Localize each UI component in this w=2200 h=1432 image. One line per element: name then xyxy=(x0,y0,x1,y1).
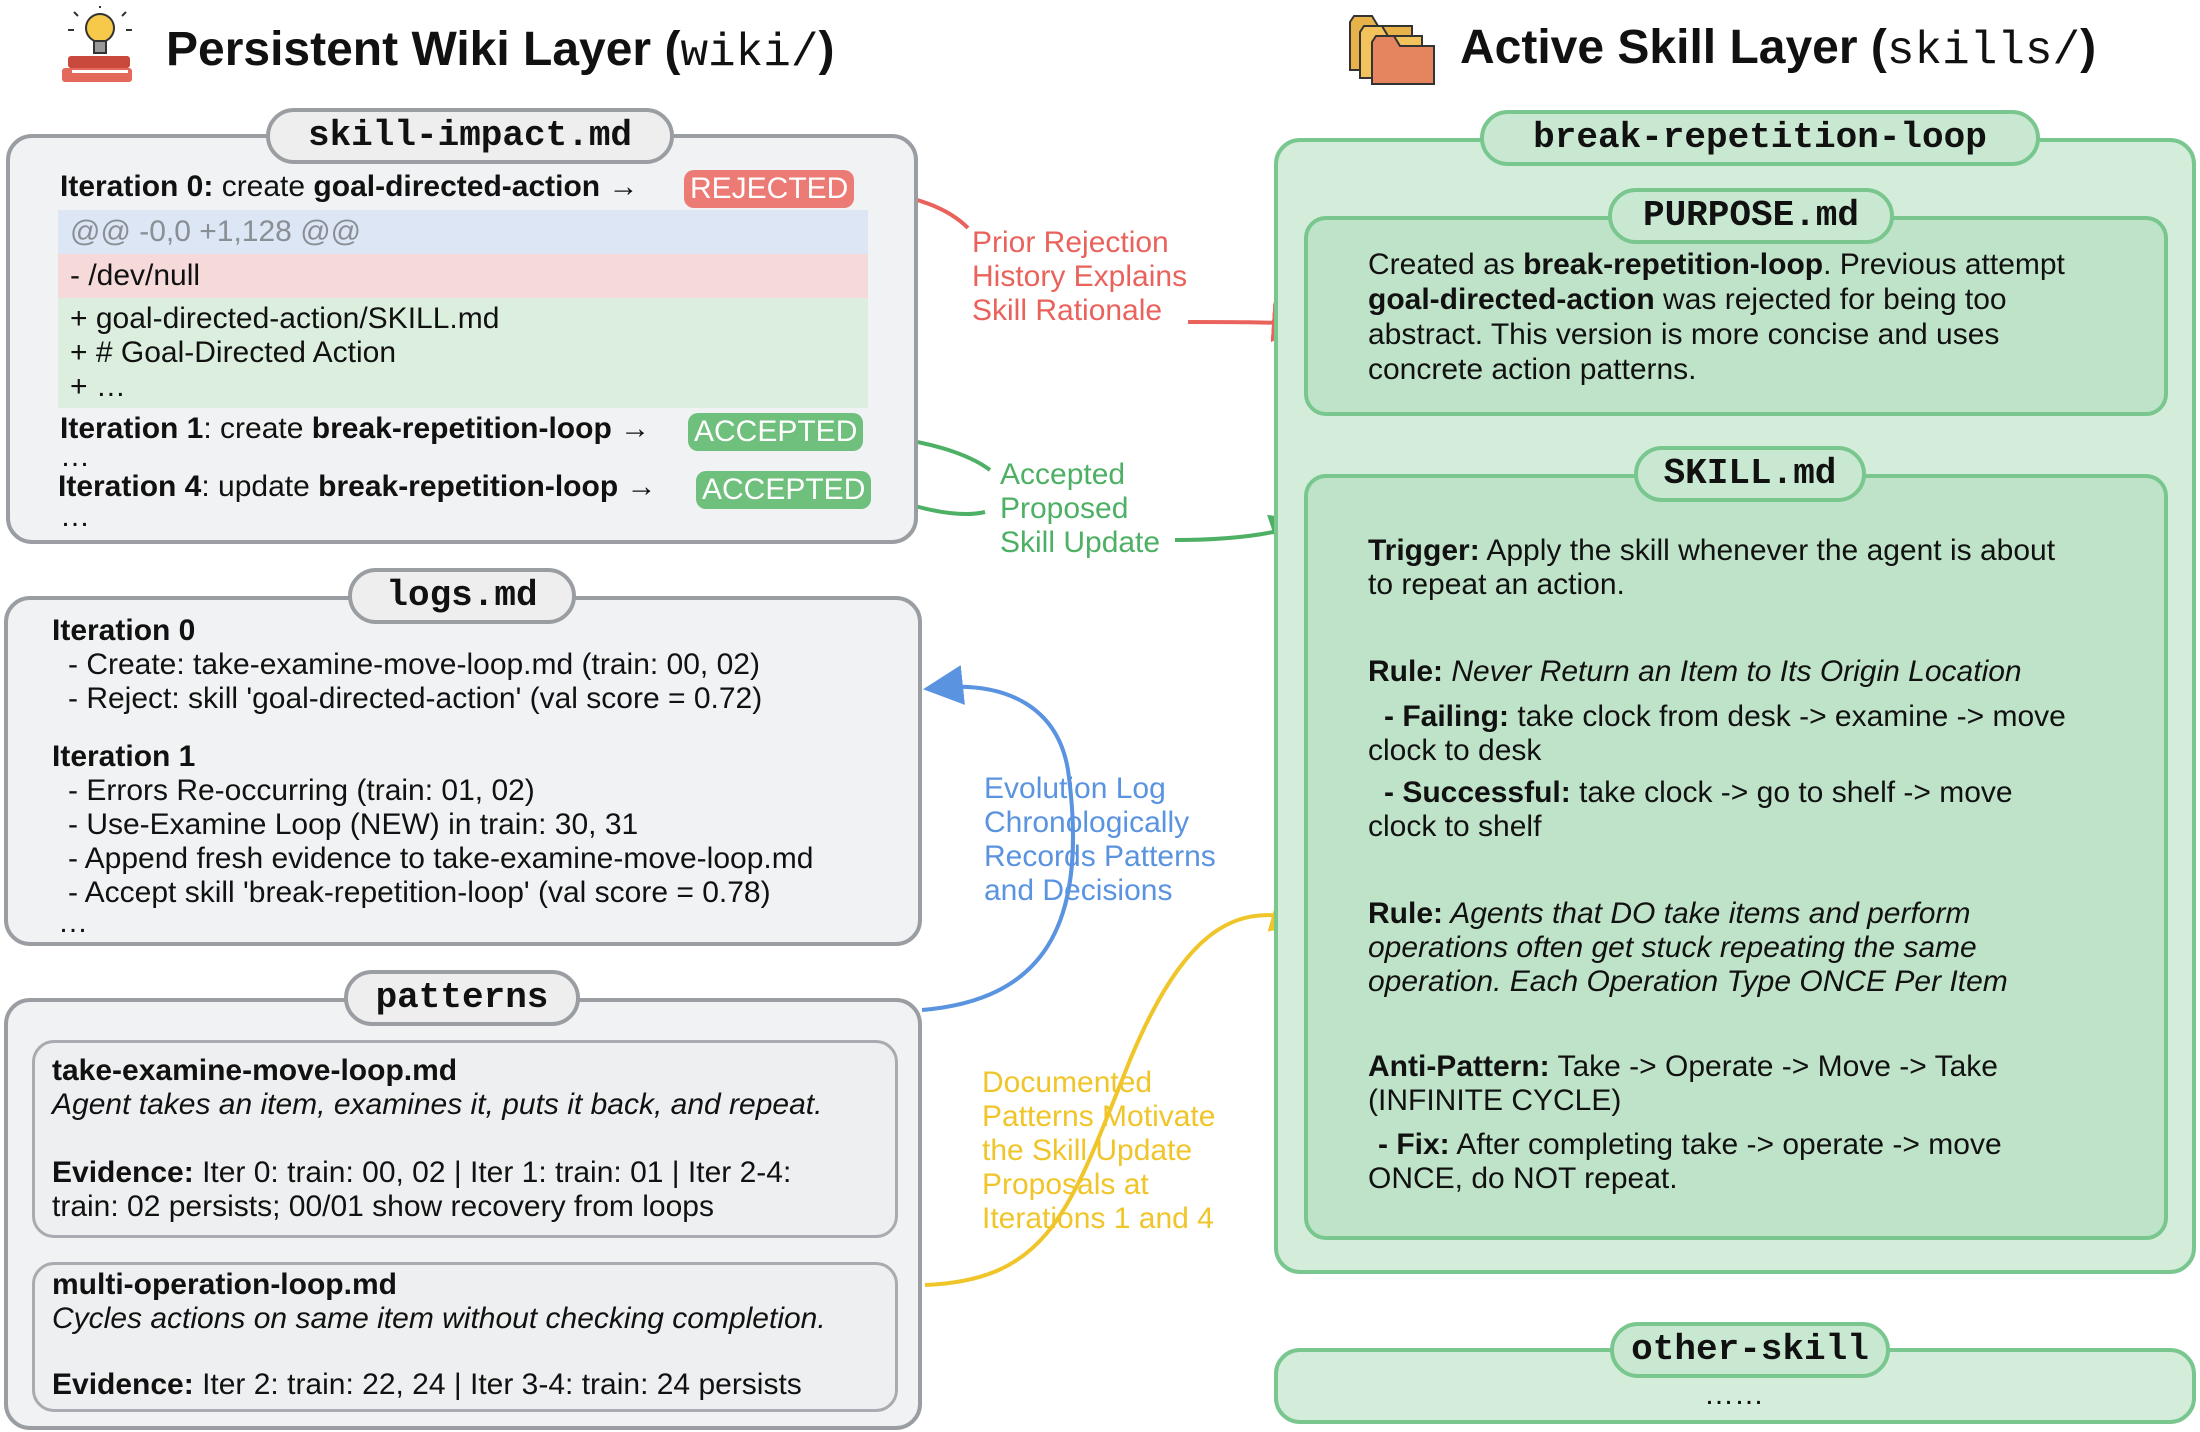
logs-iteration-1: Iteration 1 xyxy=(52,740,196,773)
pattern-2-desc: Cycles actions on same item without chec… xyxy=(52,1302,826,1335)
yellow-arrow-main xyxy=(924,893,1312,1287)
skill-md-tab: SKILL.md xyxy=(1634,446,1866,502)
log-line: - Errors Re-occurring (train: 01, 02) xyxy=(68,774,535,807)
failing-line-1: - Failing: take clock from desk -> exami… xyxy=(1384,700,2066,733)
success-line-2: clock to shelf xyxy=(1368,810,1542,843)
annotation-accepted: Accepted Proposed Skill Update xyxy=(1000,458,1161,559)
failing-line-2: clock to desk xyxy=(1368,734,1542,767)
rejected-badge: REJECTED xyxy=(684,170,855,208)
trigger-line-2: to repeat an action. xyxy=(1368,568,1625,601)
skill-impact-tab: skill-impact.md xyxy=(266,108,674,164)
impact-iteration-1: Iteration 1: create break-repetition-loo… xyxy=(60,412,651,445)
pattern-1-evidence: Evidence: Iter 0: train: 00, 02 | Iter 1… xyxy=(52,1156,792,1189)
log-line: - Append fresh evidence to take-examine-… xyxy=(68,842,814,875)
purpose-tab: PURPOSE.md xyxy=(1608,188,1894,244)
log-line: - Accept skill 'break-repetition-loop' (… xyxy=(68,876,771,909)
pattern-card-2 xyxy=(32,1262,898,1412)
lightbulb-books-icon xyxy=(62,6,132,82)
pattern-2-evidence: Evidence: Iter 2: train: 22, 24 | Iter 3… xyxy=(52,1368,802,1401)
diff-plus-block: + goal-directed-action/SKILL.md + # Goal… xyxy=(58,298,868,408)
diff-plus-line: + … xyxy=(70,370,126,403)
diff-plus-line: + goal-directed-action/SKILL.md xyxy=(70,302,500,335)
patterns-tab: patterns xyxy=(344,970,580,1026)
annotation-rejection: Prior Rejection History Explains Skill R… xyxy=(972,226,1188,327)
accepted-badge-1: ACCEPTED xyxy=(688,413,864,451)
skill-layer-title: Active Skill Layer (skills/) xyxy=(1460,21,2097,77)
accepted-badge-2: ACCEPTED xyxy=(696,471,872,509)
skill-folder-tab: break-repetition-loop xyxy=(1480,110,2040,166)
anti-pattern-line-2: (INFINITE CYCLE) xyxy=(1368,1084,1622,1117)
annotation-evolution-log: Evolution Log Chronologically Records Pa… xyxy=(984,772,1216,907)
log-line: - Use-Examine Loop (NEW) in train: 30, 3… xyxy=(68,808,639,841)
pattern-1-evidence-2: train: 02 persists; 00/01 show recovery … xyxy=(52,1190,714,1223)
log-line: - Reject: skill 'goal-directed-action' (… xyxy=(68,682,763,715)
anti-pattern-line-1: Anti-Pattern: Take -> Operate -> Move ->… xyxy=(1368,1050,1998,1083)
pattern-1-desc: Agent takes an item, examines it, puts i… xyxy=(52,1088,823,1121)
impact-ellipsis-2: … xyxy=(60,500,90,533)
rule-2: Rule: Agents that DO take items and perf… xyxy=(1368,897,2008,998)
logs-box xyxy=(4,596,922,946)
folders-icon xyxy=(1349,15,1435,85)
diff-header: @@ -0,0 +1,128 @@ xyxy=(58,210,868,254)
purpose-text: Created as break-repetition-loop. Previo… xyxy=(1368,248,2065,386)
pattern-card-1 xyxy=(32,1040,898,1238)
logs-ellipsis: … xyxy=(58,906,88,939)
other-skill-tab: other-skill xyxy=(1610,1322,1890,1378)
impact-ellipsis-1: … xyxy=(60,440,90,473)
log-line: - Create: take-examine-move-loop.md (tra… xyxy=(68,648,760,681)
skill-md-box xyxy=(1304,474,2168,1240)
annotation-patterns: Documented Patterns Motivate the Skill U… xyxy=(982,1066,1216,1235)
impact-iteration-0: Iteration 0: create goal-directed-action… xyxy=(60,170,639,203)
logs-iteration-0: Iteration 0 xyxy=(52,614,196,647)
pattern-1-name: take-examine-move-loop.md xyxy=(52,1054,458,1087)
success-line-1: - Successful: take clock -> go to shelf … xyxy=(1384,776,2013,809)
logs-tab: logs.md xyxy=(348,568,576,624)
diff-minus-line: - /dev/null xyxy=(58,254,868,298)
impact-iteration-4: Iteration 4: update break-repetition-loo… xyxy=(58,470,657,503)
diff-plus-line: + # Goal-Directed Action xyxy=(70,336,397,369)
rule-1: Rule: Never Return an Item to Its Origin… xyxy=(1368,655,2022,688)
trigger-line-1: Trigger: Apply the skill whenever the ag… xyxy=(1368,534,2056,567)
blue-arrow xyxy=(921,665,1076,1012)
fix-line-2: ONCE, do NOT repeat. xyxy=(1368,1162,1678,1195)
other-skill-ellipsis: …… xyxy=(1704,1378,1764,1411)
pattern-2-name: multi-operation-loop.md xyxy=(52,1268,397,1301)
fix-line-1: - Fix: After completing take -> operate … xyxy=(1378,1128,2002,1161)
wiki-layer-title: Persistent Wiki Layer (wiki/) xyxy=(166,23,835,79)
